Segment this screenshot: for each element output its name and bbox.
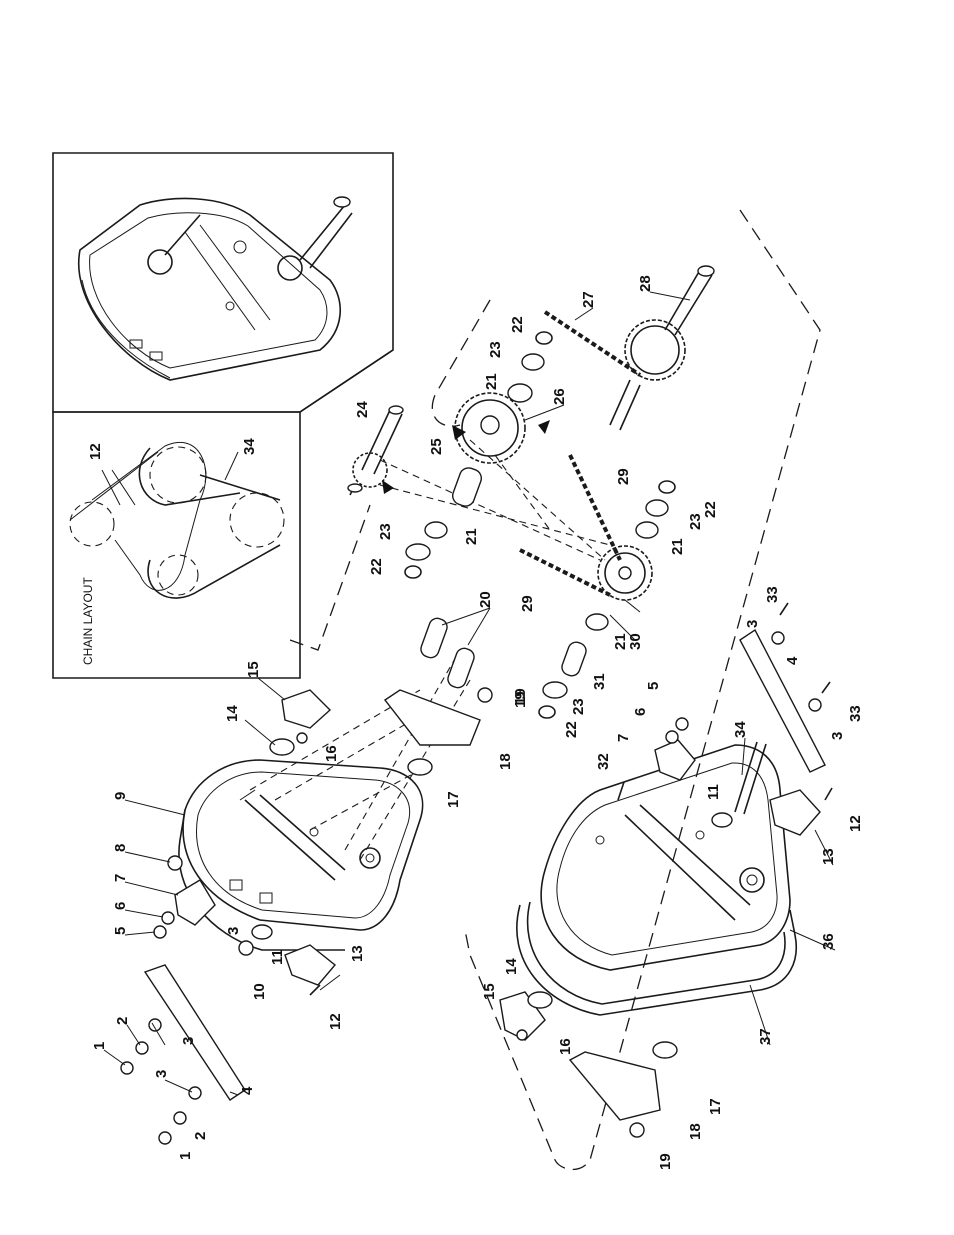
callout-22: 22 bbox=[702, 501, 719, 518]
right-housing bbox=[541, 745, 790, 970]
sprocket-30 bbox=[598, 546, 652, 600]
callout-23: 23 bbox=[487, 341, 504, 358]
callout-11: 11 bbox=[269, 949, 286, 965]
callout-17: 17 bbox=[445, 791, 462, 808]
callout-33: 33 bbox=[847, 705, 864, 722]
callout-34: 34 bbox=[732, 721, 749, 738]
callout-3: 3 bbox=[180, 1037, 197, 1045]
callout-13: 13 bbox=[349, 945, 366, 962]
sprocket-26 bbox=[455, 393, 525, 463]
callout-3: 3 bbox=[829, 732, 846, 740]
callout-11: 11 bbox=[705, 784, 722, 800]
callout-19: 19 bbox=[512, 688, 529, 705]
chain-29-lower bbox=[520, 550, 610, 595]
upper-leader-dash bbox=[290, 505, 370, 650]
callout-12: 12 bbox=[327, 1013, 344, 1030]
callout-31: 31 bbox=[591, 673, 608, 690]
callout-21: 21 bbox=[669, 538, 686, 555]
callout-25: 25 bbox=[428, 438, 445, 455]
callout-1: 1 bbox=[177, 1152, 194, 1160]
callout-29: 29 bbox=[615, 468, 632, 485]
small-parts bbox=[121, 332, 832, 1144]
callout-20: 20 bbox=[477, 591, 494, 608]
callout-14: 14 bbox=[503, 958, 520, 975]
callout-2: 2 bbox=[192, 1132, 209, 1140]
callout-26: 26 bbox=[551, 388, 568, 405]
callout-27: 27 bbox=[580, 291, 597, 308]
chain-27 bbox=[545, 312, 640, 375]
chain-layout-illustration bbox=[70, 442, 284, 598]
callout-3: 3 bbox=[744, 620, 761, 628]
callout-23: 23 bbox=[687, 513, 704, 530]
callout-28: 28 bbox=[637, 275, 654, 292]
callout-23: 23 bbox=[377, 523, 394, 540]
chain-29-upper bbox=[570, 455, 620, 560]
callout-4: 4 bbox=[239, 1086, 256, 1095]
inset-label-34: 34 bbox=[241, 438, 258, 455]
callout-22: 22 bbox=[563, 721, 580, 738]
callout-7: 7 bbox=[112, 874, 129, 882]
callout-22: 22 bbox=[368, 558, 385, 575]
callout-33: 33 bbox=[764, 586, 781, 603]
callout-21: 21 bbox=[463, 528, 480, 545]
callout-16: 16 bbox=[557, 1038, 574, 1055]
callout-29: 29 bbox=[519, 595, 536, 612]
callout-3: 3 bbox=[225, 927, 242, 935]
callout-7: 7 bbox=[615, 734, 632, 742]
callout-4: 4 bbox=[784, 656, 801, 665]
callout-15: 15 bbox=[481, 983, 498, 1000]
callout-18: 18 bbox=[687, 1123, 704, 1140]
callout-8: 8 bbox=[112, 844, 129, 852]
callout-21: 21 bbox=[483, 373, 500, 390]
callout-19: 19 bbox=[657, 1153, 674, 1170]
callout-1: 1 bbox=[91, 1042, 108, 1050]
callout-21: 21 bbox=[612, 633, 629, 650]
callout-30: 30 bbox=[627, 633, 644, 650]
inset-caption: CHAIN LAYOUT bbox=[81, 577, 95, 665]
chain-group-envelope bbox=[432, 300, 490, 426]
callout-12: 12 bbox=[847, 815, 864, 832]
callout-5: 5 bbox=[645, 682, 662, 690]
callout-2: 2 bbox=[114, 1017, 131, 1025]
inset-label-12: 12 bbox=[87, 443, 104, 460]
callout-3: 3 bbox=[153, 1070, 170, 1078]
callout-32: 32 bbox=[595, 753, 612, 770]
callout-24: 24 bbox=[354, 401, 371, 418]
callout-6: 6 bbox=[632, 708, 649, 716]
callout-23: 23 bbox=[570, 698, 587, 715]
sprocket-24 bbox=[348, 406, 403, 495]
callout-16: 16 bbox=[323, 745, 340, 762]
sprocket-28 bbox=[610, 266, 714, 430]
assembled-housing-illustration bbox=[79, 197, 352, 380]
callout-5: 5 bbox=[112, 927, 129, 935]
callout-17: 17 bbox=[707, 1098, 724, 1115]
callout-9: 9 bbox=[112, 792, 129, 800]
callout-10: 10 bbox=[251, 983, 268, 1000]
callout-18: 18 bbox=[497, 753, 514, 770]
callout-15: 15 bbox=[245, 661, 262, 678]
callout-22: 22 bbox=[509, 316, 526, 333]
callout-6: 6 bbox=[112, 902, 129, 910]
callout-14: 14 bbox=[224, 705, 241, 722]
